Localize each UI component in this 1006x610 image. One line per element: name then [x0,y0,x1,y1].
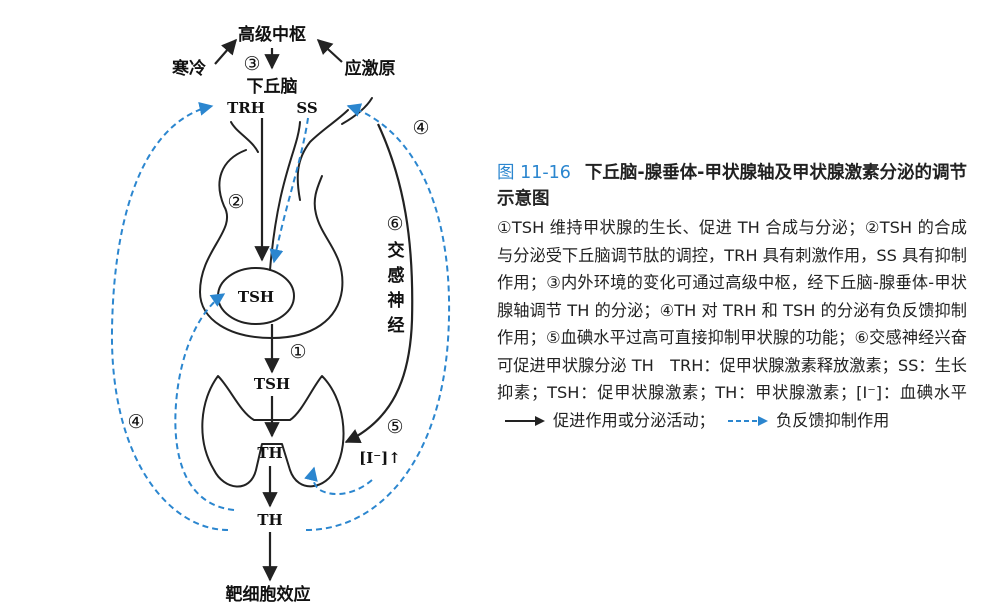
ss-inhibition-arrow [269,117,309,264]
marker-1: ① [289,341,306,363]
sympathetic-nerve-arrow [344,123,414,443]
target-cell-effect-label: 靶细胞效应 [226,584,311,605]
cold-stimulus-label: 寒冷 [172,58,206,79]
hpt-axis-diagram: 高级中枢 寒冷 应激原 ③ 下丘脑 TRH SS TSH ② ① TSH TH … [110,24,451,605]
th-blood-label: TH [257,511,282,529]
th-feedback-to-tsh-arrow [174,293,235,511]
ss-label: SS [296,99,317,117]
sympathetic-char-1: 交 [388,240,405,261]
hypothalamus-label: 下丘脑 [247,76,298,97]
stressor-label: 应激原 [345,58,396,79]
sympathetic-char-4: 经 [388,315,405,336]
legend-dashed-label: 负反馈抑制作用 [776,410,890,430]
iodide-label: [I⁻]↑ [359,449,401,467]
higher-center-label: 高级中枢 [238,24,306,45]
stress-to-center-arrow [316,38,343,63]
stalk-right-inner [269,121,301,271]
figure-title: 下丘脑-腺垂体-甲状腺轴及甲状腺激素分泌的调节示意图 [497,163,967,209]
marker-2: ② [227,191,244,213]
sympathetic-char-2: 感 [388,265,405,286]
th-feedback-to-ss-arrow [305,103,451,531]
legend-solid-label: 促进作用或分泌活动； [553,410,715,430]
marker-4-left: ④ [127,411,144,433]
th-feedback-to-trh-arrow [110,101,229,531]
solid-arrow-icon [505,416,545,426]
stalk-right-outer [296,109,349,201]
figure-description: ①TSH 维持甲状腺的生长、促进 TH 合成与分泌；②TSH 的合成与分泌受下丘… [497,214,967,434]
th-gland-label: TH [257,444,282,462]
sympathetic-char-3: 神 [388,290,405,311]
thyroid-gland-outline [201,375,345,488]
marker-4-right: ④ [412,117,429,139]
tsh-pituitary-label: TSH [238,288,274,306]
figure-description-text: ①TSH 维持甲状腺的生长、促进 TH 合成与分泌；②TSH 的合成与分泌受下丘… [497,218,967,402]
marker-5: ⑤ [386,416,403,438]
figure-number: 图 11-16 [497,163,571,183]
trh-label: TRH [227,99,265,117]
pituitary-outline [199,149,344,339]
marker-6: ⑥ [386,213,403,235]
dashed-arrow-icon [728,416,769,426]
iodide-inhibition-arrow [304,466,373,496]
marker-3: ③ [243,53,260,75]
cold-to-center-arrow [214,38,238,65]
tsh-thyroid-label: TSH [254,375,290,393]
stalk-left-outer [230,121,259,153]
